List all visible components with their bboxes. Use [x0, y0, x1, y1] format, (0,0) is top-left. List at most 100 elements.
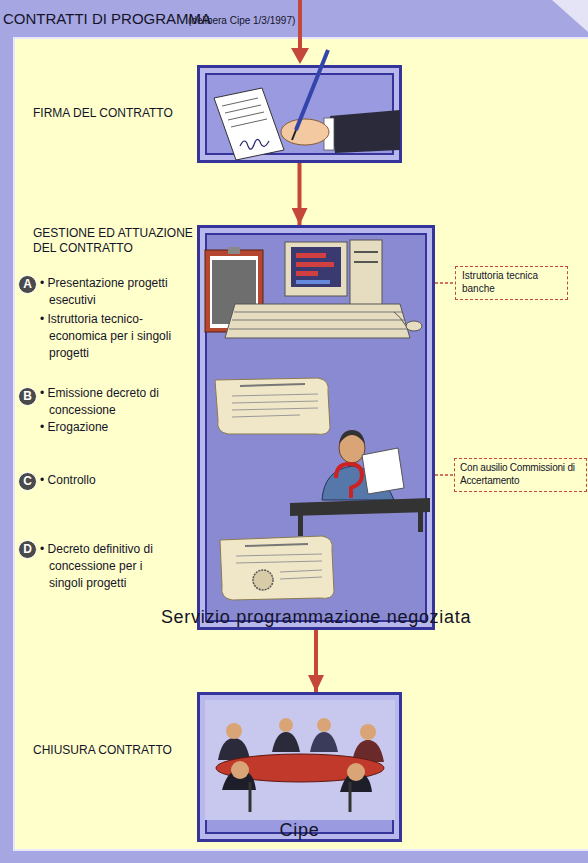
computer-illustration [205, 240, 422, 338]
final-decree-scroll [220, 536, 334, 600]
signing-illustration-shape [296, 50, 328, 130]
box-heading: FIRMA DEL CONTRATTO [33, 106, 195, 121]
inspector-illustration-shape [339, 433, 365, 463]
signing-illustration-shape [324, 118, 334, 150]
signing-illustration-shape [228, 112, 264, 120]
final-decree-scroll-shape [245, 544, 308, 546]
meeting-illustration-shape [310, 732, 338, 752]
final-decree-scroll-shape [220, 536, 334, 600]
process-box: CHIUSURA CONTRATTOCipe [197, 692, 402, 842]
meeting-illustration-shape [222, 770, 256, 790]
decree-scroll-shape [232, 415, 300, 417]
step-letter: A [19, 276, 36, 293]
callout-box: Istruttoria tecnica banche [455, 266, 568, 300]
step-item: • Decreto definitivo di concessione per … [40, 541, 179, 592]
step-circle: D [18, 540, 37, 559]
computer-illustration-shape [285, 242, 347, 296]
computer-illustration-shape [350, 240, 382, 310]
decree-scroll-shape [232, 394, 318, 396]
decree-scroll-shape [240, 384, 305, 386]
decree-scroll-shape [232, 408, 318, 410]
meeting-illustration-shape [340, 772, 372, 792]
meeting-illustration-shape [205, 700, 395, 820]
box-footer: Servizio programmazione negoziata [135, 606, 497, 628]
inspector-illustration-shape [362, 448, 404, 494]
computer-illustration-shape [205, 250, 263, 332]
meeting-illustration-shape [352, 740, 384, 762]
final-decree-scroll-shape [236, 561, 322, 563]
final-decree-scroll-shape [236, 554, 322, 556]
step-letter: B [19, 388, 36, 405]
signing-illustration-shape [214, 88, 284, 160]
meeting-illustration-shape [360, 724, 376, 740]
signing-illustration-shape [292, 130, 296, 140]
callout-text: Con ausilio Commissioni di Accertamento [460, 462, 586, 487]
inspector-illustration-shape [336, 464, 362, 498]
corner-fold [552, 0, 588, 32]
computer-illustration-shape [234, 312, 402, 313]
final-decree-scroll-shape [253, 570, 273, 590]
inspector-illustration-shape [298, 514, 303, 536]
signing-illustration-shape [222, 98, 258, 106]
signing-illustration-shape [225, 105, 261, 113]
computer-illustration-shape [291, 247, 341, 287]
meeting-illustration-shape [347, 763, 365, 781]
computer-illustration-shape [212, 260, 256, 324]
meeting-illustration-shape [279, 718, 293, 732]
entry-arrow [291, 0, 309, 64]
box-heading: CHIUSURA CONTRATTO [33, 743, 195, 758]
process-box: GESTIONE ED ATTUAZIONE DEL CONTRATTOServ… [197, 225, 435, 630]
box-footer: Cipe [197, 819, 402, 841]
callout-text: Istruttoria tecnica banche [462, 270, 562, 295]
computer-illustration-shape [296, 271, 318, 276]
inspector-illustration-shape [418, 510, 423, 532]
computer-illustration-shape [296, 280, 330, 284]
computer-illustration-shape [296, 253, 326, 258]
diagram-title: CONTRATTI DI PROGRAMMA [3, 10, 211, 27]
step-letter: C [19, 473, 36, 490]
meeting-illustration-shape [218, 738, 250, 760]
meeting-illustration-shape [272, 732, 300, 752]
step-circle: A [18, 275, 37, 294]
computer-illustration-shape [354, 251, 378, 253]
flow-arrow [298, 163, 302, 225]
subtitle-note: (delibera Cipe 1/3/1997) [188, 12, 388, 29]
meeting-illustration [205, 700, 395, 820]
meeting-illustration-shape [249, 782, 252, 812]
computer-illustration-shape [406, 321, 422, 331]
step-letter: D [19, 541, 36, 558]
decree-scroll-shape [215, 378, 330, 434]
meeting-illustration-shape [226, 723, 242, 739]
step-item: • Presentazione progetti esecutivi [40, 275, 199, 309]
computer-illustration-shape [232, 320, 404, 321]
process-box: FIRMA DEL CONTRATTO [197, 65, 402, 163]
decree-scroll [215, 378, 330, 434]
step-circle: B [18, 387, 37, 406]
meeting-illustration-shape [317, 718, 331, 732]
signing-illustration-shape [231, 119, 267, 127]
step-item: • Controllo [40, 472, 179, 489]
leader-line [435, 474, 454, 476]
content-panel [14, 38, 588, 850]
meeting-illustration-shape [216, 754, 384, 782]
computer-illustration-shape [354, 261, 378, 263]
step-item: • Emissione decreto di concessione [40, 385, 179, 419]
meeting-illustration-shape [231, 761, 249, 779]
computer-illustration-shape [228, 247, 240, 254]
callout-box: Con ausilio Commissioni di Accertamento [454, 458, 587, 492]
signing-illustration [214, 50, 400, 160]
entry-arrow-shape [298, 0, 302, 50]
signing-illustration-shape [281, 119, 329, 145]
step-item: • Erogazione [40, 419, 179, 436]
computer-illustration-shape [229, 329, 407, 330]
inspector-illustration-shape [348, 503, 354, 509]
leader-line [435, 282, 455, 284]
step-circle: C [18, 472, 37, 491]
inspector-illustration-shape [290, 498, 430, 516]
final-decree-scroll-shape [280, 570, 322, 572]
signing-illustration-shape [240, 139, 269, 149]
signing-illustration-shape [330, 110, 400, 153]
computer-illustration-shape [210, 256, 258, 328]
